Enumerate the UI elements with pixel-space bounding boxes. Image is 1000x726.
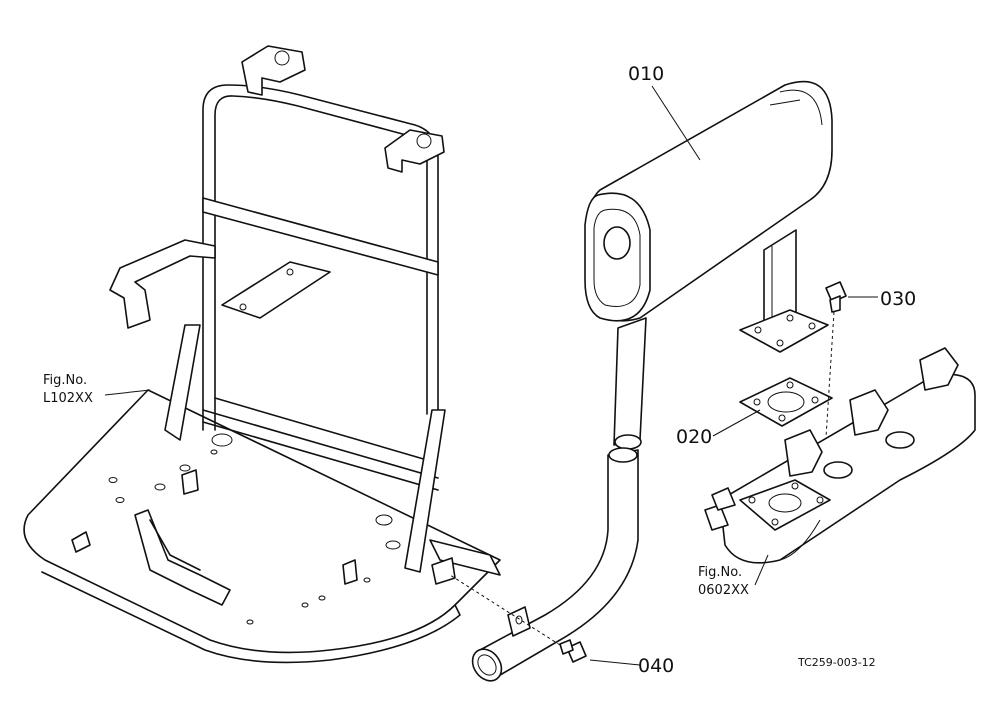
drawing-code: TC259-003-12 <box>797 656 876 669</box>
exhaust-manifold <box>704 347 976 564</box>
callout-040: 040 <box>638 655 674 677</box>
leader-lines <box>104 85 878 666</box>
callout-020: 020 <box>676 426 712 448</box>
manifold-fig-label: Fig.No. <box>698 565 742 580</box>
manifold-fig-number: 0602XX <box>698 583 749 598</box>
callout-010: 010 <box>628 63 664 85</box>
frame-assembly <box>23 45 501 664</box>
frame-fig-label: Fig.No. <box>43 373 87 388</box>
muffler-flange <box>739 309 829 353</box>
gasket-020 <box>739 377 833 427</box>
tail-pipe <box>471 317 647 682</box>
plate-holes <box>108 433 417 625</box>
frame-fig-number: L102XX <box>43 391 93 406</box>
floor-plate <box>23 389 501 654</box>
top-mount-right <box>384 129 445 173</box>
top-mount-left <box>241 45 306 96</box>
muffler-010 <box>584 80 833 341</box>
bolt-040 <box>449 574 587 663</box>
side-bracket-left <box>109 239 216 329</box>
callout-030: 030 <box>880 288 916 310</box>
cross-bracket <box>221 261 331 319</box>
